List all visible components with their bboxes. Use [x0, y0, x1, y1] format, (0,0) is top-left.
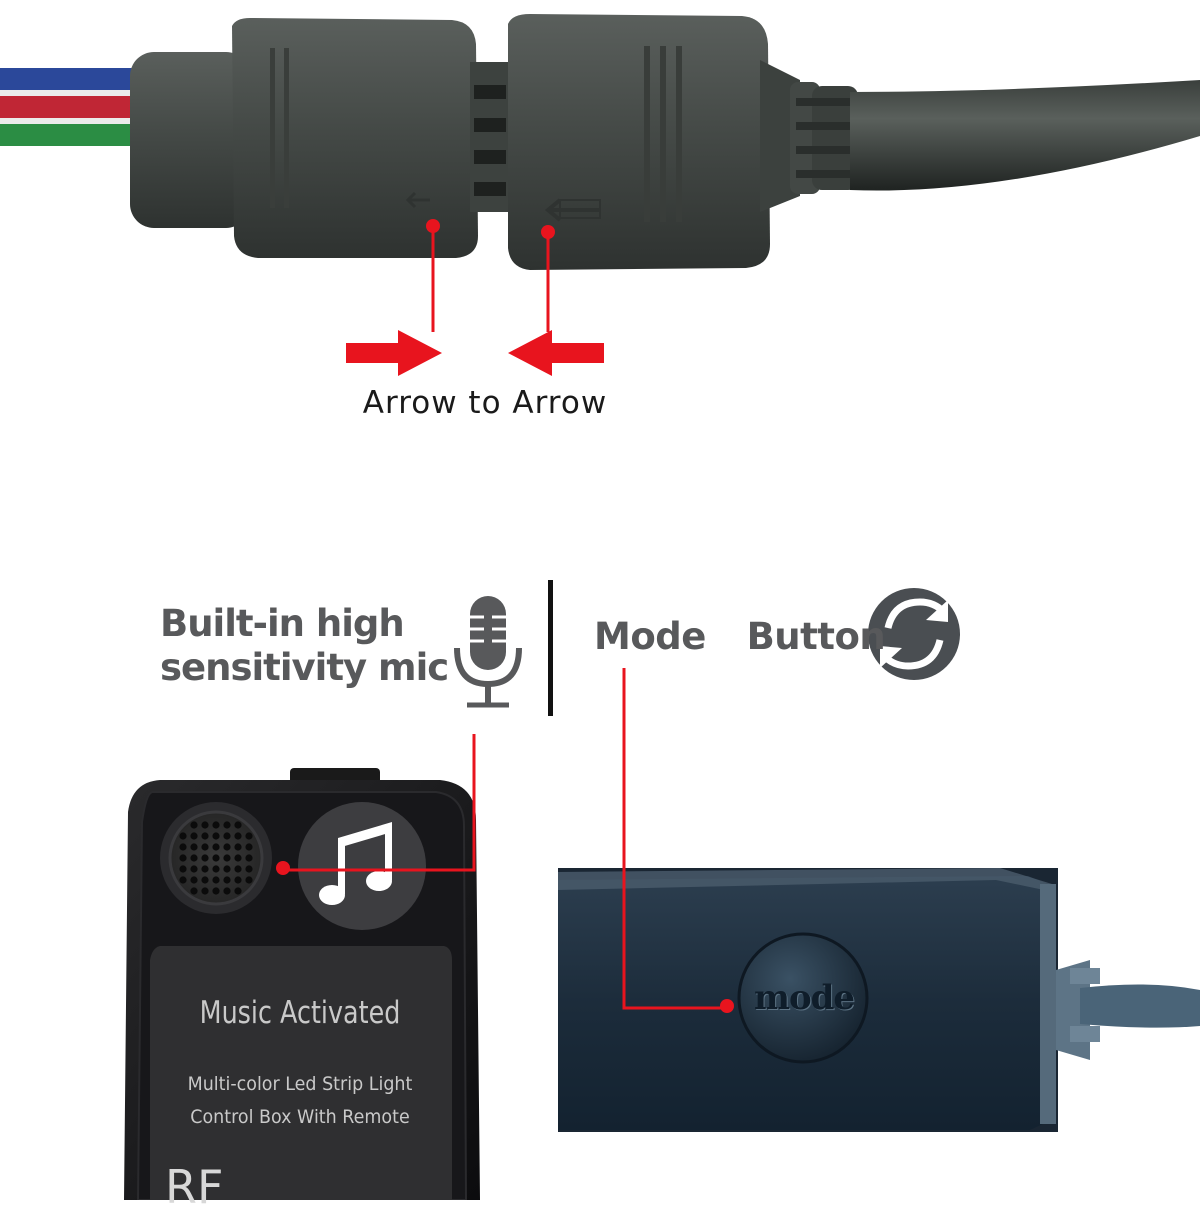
mode-button — [737, 932, 869, 1064]
music-note-icon — [319, 822, 392, 905]
music-control-box — [124, 768, 480, 1200]
mic-label: Built-in high sensitivity mic — [160, 602, 449, 690]
arrow-pointers — [346, 219, 604, 376]
box-subtitle-line2: Control Box With Remote — [190, 1106, 410, 1128]
connector-caption: Arrow to Arrow — [362, 385, 608, 421]
right-pointing-arrow-icon — [346, 330, 442, 376]
microphone-icon — [454, 596, 522, 708]
divider — [548, 580, 553, 716]
mode-button-text: mode — [753, 978, 855, 1018]
left-pointing-arrow-icon — [508, 330, 604, 376]
rgb-wires — [0, 68, 150, 146]
mic-label-line1: Built-in high — [160, 602, 405, 645]
left-plug — [130, 18, 478, 258]
black-cable — [850, 80, 1200, 191]
mic-label-line2: sensitivity mic — [160, 646, 449, 689]
box-subtitle-line1: Multi-color Led Strip Light — [187, 1073, 413, 1095]
connector-pins — [470, 62, 510, 212]
box-title: Music Activated — [199, 995, 401, 1031]
feature-pointers — [276, 668, 734, 1013]
mode-control-box — [558, 868, 1200, 1132]
mode-label: Mode Button — [594, 615, 886, 658]
right-plug — [508, 14, 858, 270]
refresh-icon — [868, 588, 960, 680]
box-bottom-text: RF — [165, 1160, 224, 1214]
